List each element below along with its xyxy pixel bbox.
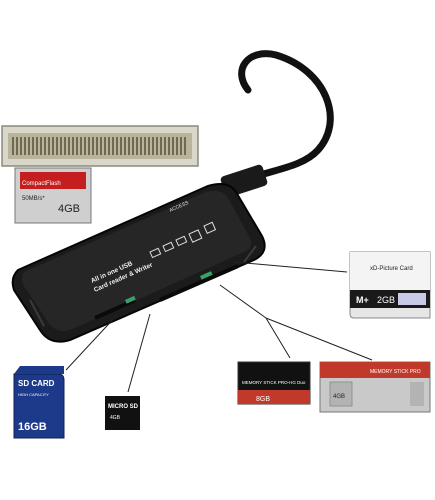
connector-pin [24,137,26,155]
xd-picture-card: xD-Picture Card M+ 2GB [349,251,431,319]
connector-pin [104,137,106,155]
connector-pin [176,137,178,155]
connector-pin [140,137,142,155]
microsd-capacity: 4GB [110,415,121,421]
microsd-card: MICRO SD 4GB [105,396,140,430]
connector-pin [12,137,14,155]
connector-pin [20,137,22,155]
connector-pin [68,137,70,155]
connector-pin [80,137,82,155]
connector-pin [128,137,130,155]
connector-pin [180,137,182,155]
connector-pin [132,137,134,155]
connector-pin [184,137,186,155]
compactflash-slot-zoom [1,125,199,167]
ms-pro-hg-brand: MEMORY STICK PRO-HG Duo [242,380,306,385]
sd-capacity: 16GB [18,421,47,433]
connector-pin [44,137,46,155]
connector-pin [120,137,122,155]
sd-sub: HIGH CAPACITY [18,392,49,397]
connector-pin [136,137,138,155]
connector-pin [84,137,86,155]
connector-pin [56,137,58,155]
compactflash-card: CompactFlash 50MB/s* 4GB [14,167,92,224]
connector-pin [76,137,78,155]
xd-capacity: 2GB [377,295,395,305]
card-type-icons [149,221,217,259]
connector-pin [60,137,62,155]
connector-pin [144,137,146,155]
compactflash-brand: CompactFlash [22,181,61,187]
connector-pin [100,137,102,155]
callout-lines [65,261,373,393]
connector-pin [48,137,50,155]
connector-pin [96,137,98,155]
connector-pin [32,137,34,155]
ms-pro-capacity: 4GB [333,394,345,400]
connector-pin [156,137,158,155]
memory-stick-pro-hg-duo: MEMORY STICK PRO-HG Duo 8GB [237,361,311,405]
connector-pin [124,137,126,155]
connector-pin [92,137,94,155]
connector-pin [52,137,54,155]
connector-pin [168,137,170,155]
usb-cable [228,50,334,190]
card-reader: ACCESS All in one USB Card reader & Writ… [11,183,266,343]
connector-pin [152,137,154,155]
compactflash-capacity: 4GB [58,203,80,215]
connector-pin [36,137,38,155]
connector-pin [172,137,174,155]
connector-pin [112,137,114,155]
xd-type: M+ [356,295,369,305]
connector-pin [148,137,150,155]
connector-pin [64,137,66,155]
memory-stick-pro: MEMORY STICK PRO 4GB [319,361,431,413]
ms-pro-brand: MEMORY STICK PRO [370,369,421,375]
ms-slot [159,264,239,302]
compactflash-speed: 50MB/s* [22,196,45,202]
connector-pin [72,137,74,155]
ms-pro-hg-capacity: 8GB [256,396,270,403]
connector-pin [88,137,90,155]
connector-pin [16,137,18,155]
connector-pin [40,137,42,155]
xd-brand: xD-Picture Card [370,266,413,272]
connector-pin [160,137,162,155]
connector-pin [116,137,118,155]
sd-card: SD CARD HIGH CAPACITY 16GB [13,366,65,439]
sd-slot [94,298,136,320]
connector-pin [28,137,30,155]
sd-brand: SD CARD [18,379,55,388]
microsd-brand: MICRO SD [108,404,139,410]
connector-pin [164,137,166,155]
connector-pin [108,137,110,155]
